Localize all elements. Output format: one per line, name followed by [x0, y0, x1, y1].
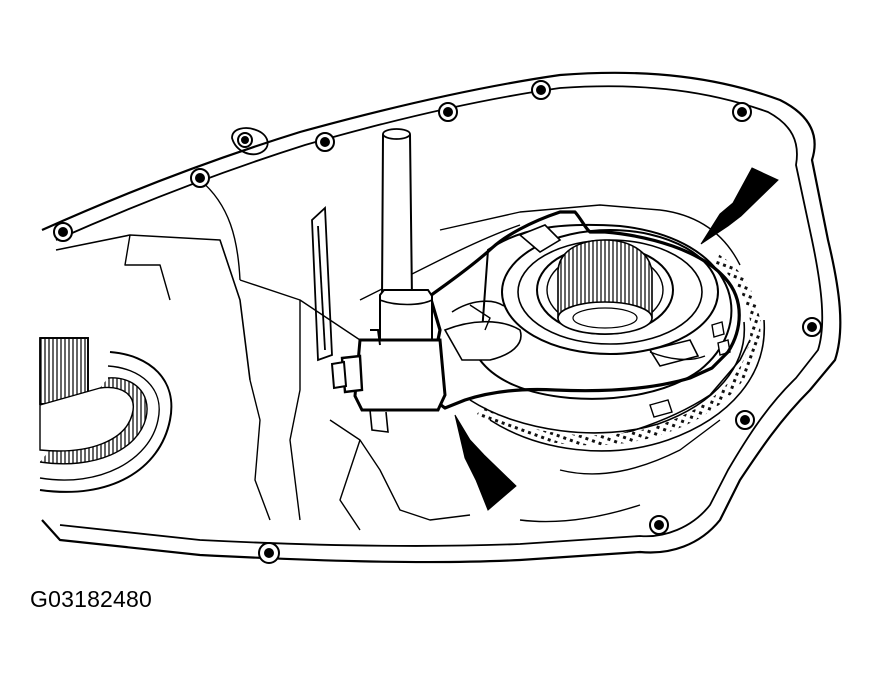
case-bolt-icon	[802, 317, 822, 337]
left-output-shaft	[39, 337, 173, 493]
case-bolt-icon	[649, 515, 669, 535]
figure-code: G03182480	[30, 586, 153, 612]
case-bolts	[53, 80, 822, 564]
case-bolt-icon	[53, 222, 73, 242]
shift-rail	[330, 128, 447, 433]
case-bolt-icon	[732, 102, 752, 122]
case-bolt-icon	[315, 132, 335, 152]
case-bolt-icon	[258, 542, 280, 564]
arrow-pointer-icon	[700, 167, 779, 245]
shift-fork	[428, 210, 741, 410]
case-bolt-icon	[438, 102, 458, 122]
case-bolt-icon	[735, 410, 755, 430]
sprocket-bearing	[469, 223, 766, 452]
case-bolt-icon	[190, 168, 210, 188]
arrow-pointer-icon	[454, 414, 517, 511]
case-bolt-icon	[531, 80, 551, 100]
vent-tab	[311, 206, 333, 362]
case-bolt-icon	[237, 132, 253, 148]
